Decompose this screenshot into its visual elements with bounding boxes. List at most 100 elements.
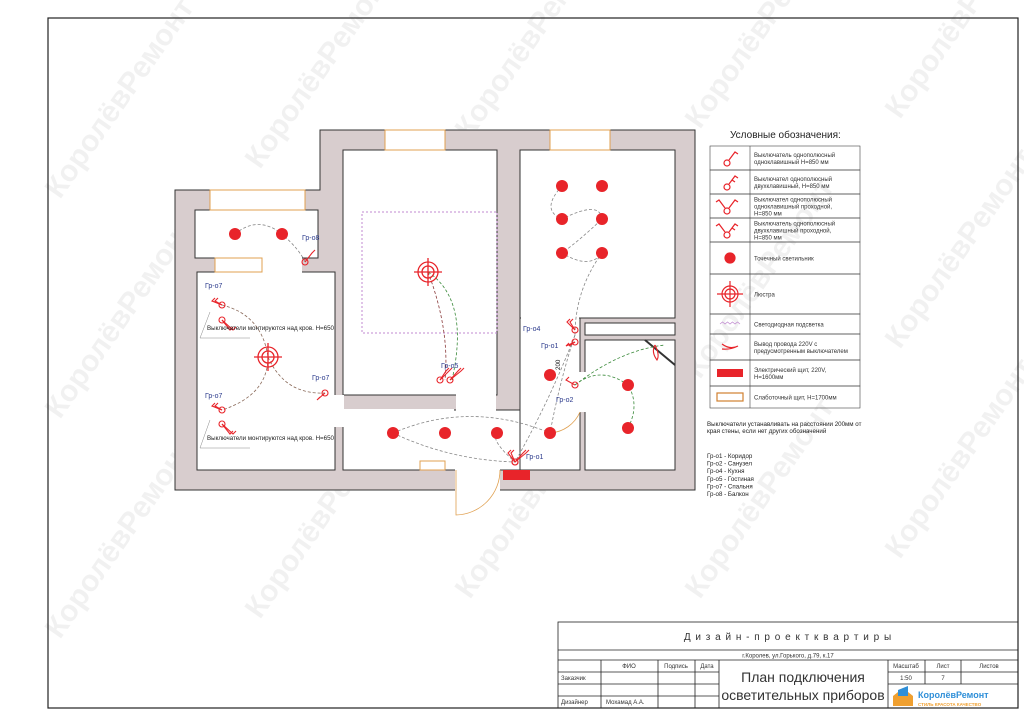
group-legend-item: Гр-о5 - Гостиная [707, 476, 754, 483]
sheet-title-line2: осветительных приборов [721, 687, 884, 703]
group-label: Гр-о5 [441, 363, 459, 370]
group-label: Гр-о2 [556, 397, 574, 404]
switch-body [723, 183, 731, 191]
low-current-panel-icon [716, 392, 744, 402]
group-label: Гр-о7 [312, 375, 330, 382]
switch-single-icon [723, 151, 739, 167]
lever [728, 151, 739, 161]
switch-double-icon [723, 175, 739, 191]
legend-label: Выключатель однополюсный [754, 152, 835, 159]
switch-body [218, 406, 226, 414]
spotlight-icon [596, 180, 608, 192]
room-bathroom [584, 339, 676, 471]
electric-panel-icon [717, 369, 743, 377]
room-hall [519, 317, 581, 471]
col-signature: Подпись [664, 664, 688, 670]
switch-body [446, 376, 454, 384]
switch-body [511, 458, 519, 466]
install-note: края стены, если нет других обозначений [707, 428, 827, 435]
watermark-text: КоролёвРемонт [879, 0, 1024, 124]
switch-body [723, 207, 731, 215]
watermark-text: КоролёвРемонт [39, 0, 201, 204]
switch-pass-double-icon [715, 223, 739, 239]
lever [728, 199, 739, 209]
cross [717, 281, 743, 307]
spotlight-icon [724, 252, 736, 264]
legend-label: Люстра [754, 293, 776, 299]
switch-lever [449, 367, 462, 381]
legend-label: Выключател однополюсный [754, 197, 832, 204]
chandeliers [254, 258, 442, 371]
legend-label: Электрический щит, 220V, [754, 367, 827, 374]
legend-notes: Выключатели устанавливать на расстоянии … [707, 421, 862, 498]
spotlight-icon [544, 369, 556, 381]
chandelier-icon [254, 343, 282, 371]
legend-label: двухклавишный проходной, [754, 228, 832, 235]
legend-label: двухклавишный, Н=850 мм [754, 183, 830, 190]
rooms [194, 149, 676, 471]
switch-lever [569, 318, 576, 331]
spotlight-icon [596, 213, 608, 225]
switch-lever [439, 367, 453, 381]
legend-label: предусмотренным выключателем [754, 349, 848, 355]
switch-lever [566, 318, 576, 331]
switch-lever [316, 392, 326, 401]
title-block [557, 621, 1019, 709]
switch-lever [221, 423, 237, 435]
spotlight-icon [491, 427, 503, 439]
switch-lever [507, 449, 516, 463]
chandelier-icon [414, 258, 442, 286]
legend-label: одноклавишный Н=850 мм [754, 159, 829, 166]
bedroom-note: Выключатели монтируются над кров. Н=650 [207, 435, 335, 442]
install-note: Выключатели устанавливать на расстоянии … [707, 421, 862, 428]
switch-icon [565, 376, 579, 389]
switch-body [436, 376, 444, 384]
entrance-door-swing [455, 469, 501, 516]
lever [715, 223, 726, 233]
switch-body [218, 301, 226, 309]
spotlight-icon [622, 422, 634, 434]
switch-icon [316, 389, 329, 401]
switch-lever [449, 367, 465, 381]
group-label: Гр-о1 [526, 454, 544, 461]
spotlight-icon [596, 247, 608, 259]
spotlights [229, 180, 634, 439]
legend-label: Н=1600мм [754, 375, 783, 381]
logo-name: КоролёвРемонт [918, 690, 989, 700]
switch-body [571, 338, 579, 346]
panel [717, 369, 743, 377]
group-label: Гр-о7 [205, 393, 223, 400]
spotlight-icon [276, 228, 288, 240]
switch-body [321, 389, 329, 397]
low-current-panel [419, 460, 446, 471]
switch-body [301, 258, 309, 266]
legend-title: Условные обозначения: [730, 129, 841, 141]
room-kitchen [519, 149, 676, 319]
switch-icon [436, 367, 453, 384]
group-legend-item: Гр-о2 - Санузел [707, 461, 752, 468]
scale-value: 1:50 [900, 676, 912, 682]
legend-label: одноклавишный проходной, [754, 204, 832, 211]
watermark-text: КоролёвРемонт [879, 142, 1024, 354]
switch-body [723, 159, 731, 167]
sheet-frame [47, 17, 1019, 709]
watermark-text: КоролёвРемонт [449, 0, 611, 144]
switch-icon [218, 316, 237, 331]
switch-lever [514, 449, 530, 463]
switch-lever [214, 402, 223, 411]
logo-slogan: СТИЛЬ КРАСОТА КАЧЕСТВО [918, 702, 982, 707]
bathroom-wall-diagonal [644, 339, 676, 366]
switch-lever [221, 319, 234, 331]
dot [724, 252, 736, 264]
panel [716, 392, 744, 402]
outlet [721, 343, 739, 350]
electric-panel [503, 470, 530, 480]
lever [731, 227, 736, 231]
wire-outlet-icon [652, 344, 659, 361]
legend-label: Н=850 мм [754, 212, 782, 218]
dimension-label: 200 [555, 359, 562, 370]
switches [211, 249, 659, 466]
chandelier-icon [717, 281, 743, 307]
